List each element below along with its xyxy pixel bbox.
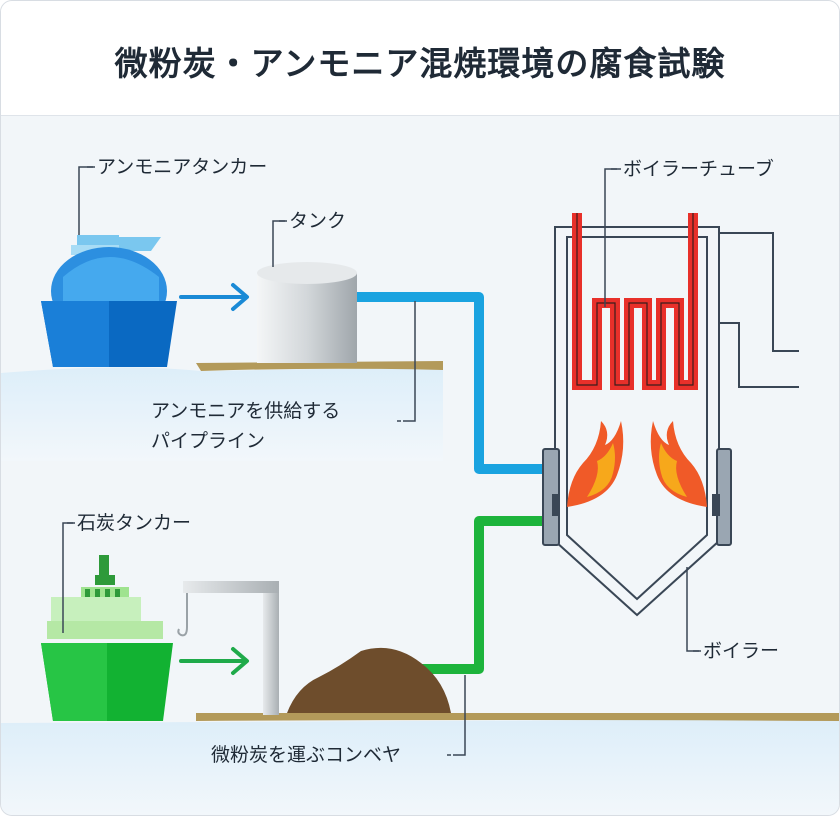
leader-conveyor — [453, 675, 466, 756]
ammonia-pipe — [357, 292, 547, 474]
coal-pipe — [419, 516, 547, 674]
lower-ground — [196, 713, 839, 721]
label-boiler: ボイラー — [703, 640, 780, 662]
leader-dashes — [67, 166, 699, 756]
label-conveyor: 微粉炭を運ぶコンベヤ — [211, 744, 402, 766]
flame-left — [567, 421, 624, 507]
arrow-coal — [179, 647, 249, 675]
lower-sea — [1, 719, 839, 815]
crane-illustration — [177, 581, 279, 715]
label-pipeline-line1: アンモニアを供給する — [151, 400, 341, 422]
ammonia-tanker-illustration — [41, 235, 177, 367]
leader-tank — [272, 220, 287, 267]
coal-tanker-illustration — [41, 555, 173, 721]
leader-pipeline — [403, 301, 416, 422]
page-title: 微粉炭・アンモニア混焼環境の腐食試験 — [114, 44, 726, 83]
boiler-tube — [572, 213, 698, 390]
flame-right — [650, 421, 707, 507]
label-coal-tanker: 石炭タンカー — [77, 512, 192, 534]
arrow-ammonia — [179, 283, 249, 311]
label-boiler-tube: ボイラーチューブ — [623, 158, 774, 180]
tank-illustration — [257, 262, 357, 363]
upper-ground — [196, 361, 443, 371]
label-pipeline-line2: パイプライン — [151, 430, 266, 452]
label-tank: タンク — [289, 210, 347, 232]
label-ammonia-tanker: アンモニアタンカー — [97, 156, 268, 178]
header: 微粉炭・アンモニア混焼環境の腐食試験 — [1, 1, 839, 116]
leader-boiler — [686, 567, 701, 652]
upper-sea — [1, 367, 443, 461]
leader-ammonia-tanker — [78, 166, 95, 235]
coal-pile — [287, 647, 451, 713]
